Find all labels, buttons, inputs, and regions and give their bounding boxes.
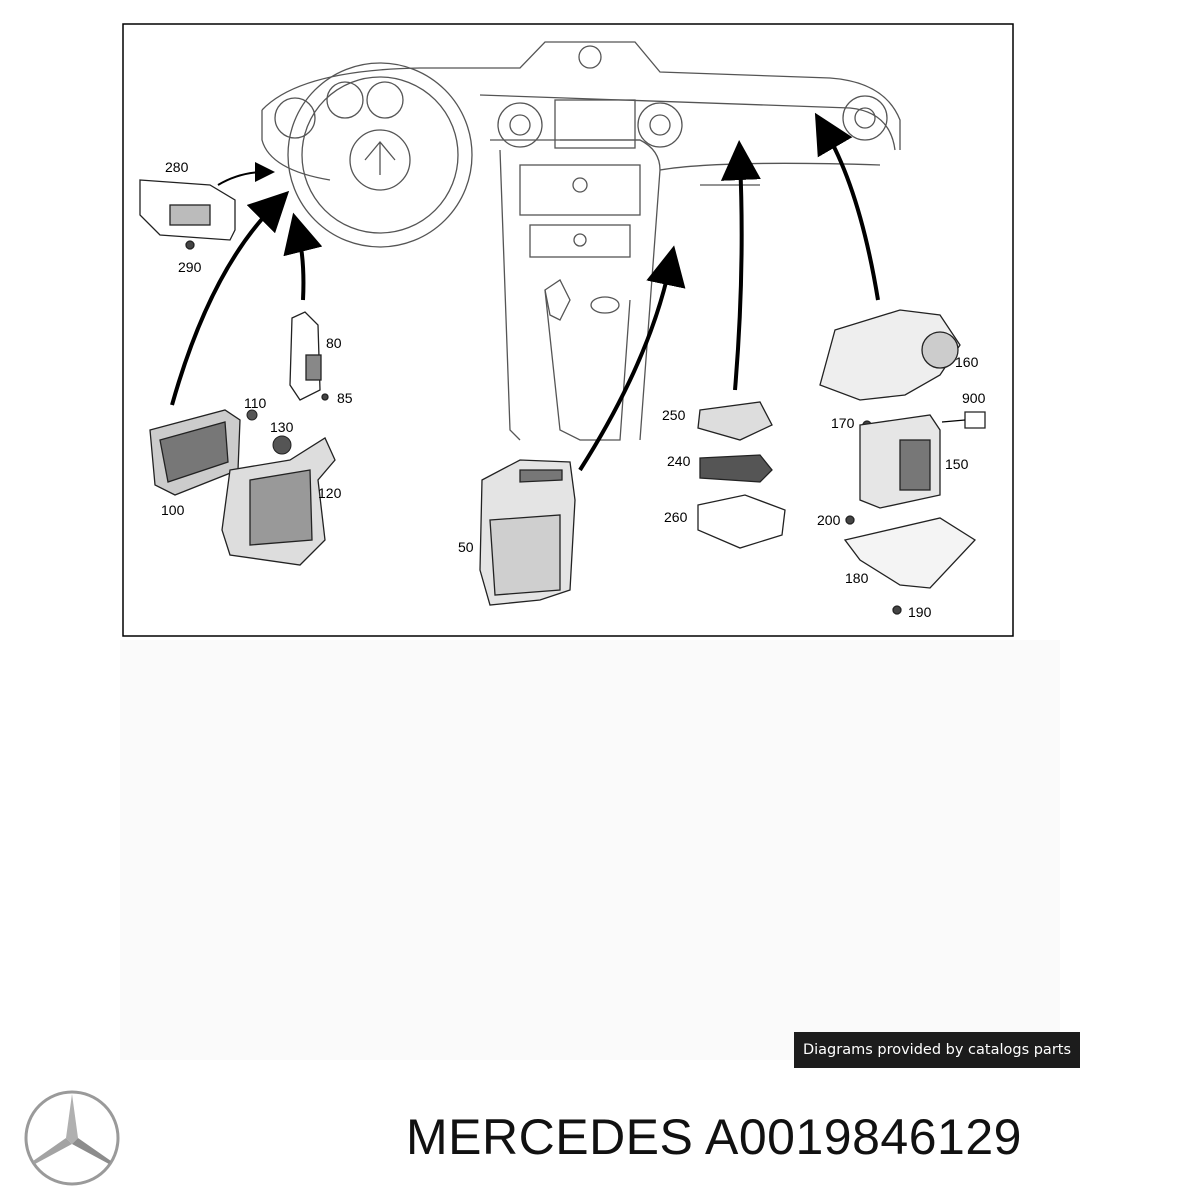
component-80 [289,311,329,401]
callout-85: 85 [337,390,353,406]
callout-190: 190 [908,604,932,620]
callout-250: 250 [662,407,686,423]
callout-130: 130 [270,419,294,435]
callout-260: 260 [664,509,688,525]
callout-110: 110 [244,395,267,411]
component-160 [819,309,961,430]
callout-50: 50 [458,539,474,555]
component-280 [139,179,236,250]
component-260 [697,494,786,549]
component-130 [272,435,292,455]
mercedes-star-icon [24,1090,120,1186]
callout-180: 180 [845,570,869,586]
callout-280: 280 [165,159,189,175]
component-250 [697,401,773,441]
brand-line: MERCEDES A0019846129 [406,1108,1022,1166]
callout-900: 900 [962,390,986,406]
callout-240: 240 [667,453,691,469]
component-100 [149,409,241,496]
callout-200: 200 [817,512,841,528]
component-240 [699,454,773,483]
component-180 [843,515,977,615]
callout-150: 150 [945,456,969,472]
callout-170: 170 [831,415,855,431]
component-50 [479,459,576,606]
callout-120: 120 [318,485,342,501]
component-110 [246,409,258,421]
callout-290: 290 [178,259,202,275]
diagram-arrows [170,112,966,472]
watermark-banner: Diagrams provided by catalogs parts [794,1032,1080,1068]
background-panel [120,640,1060,1060]
callout-160: 160 [955,354,979,370]
part-number: A0019846129 [705,1109,1022,1165]
component-120 [221,437,336,566]
callout-80: 80 [326,335,342,351]
brand-name: MERCEDES [406,1109,694,1165]
component-150 [859,411,986,509]
callout-100: 100 [161,502,185,518]
dashboard-drawing [261,41,901,441]
